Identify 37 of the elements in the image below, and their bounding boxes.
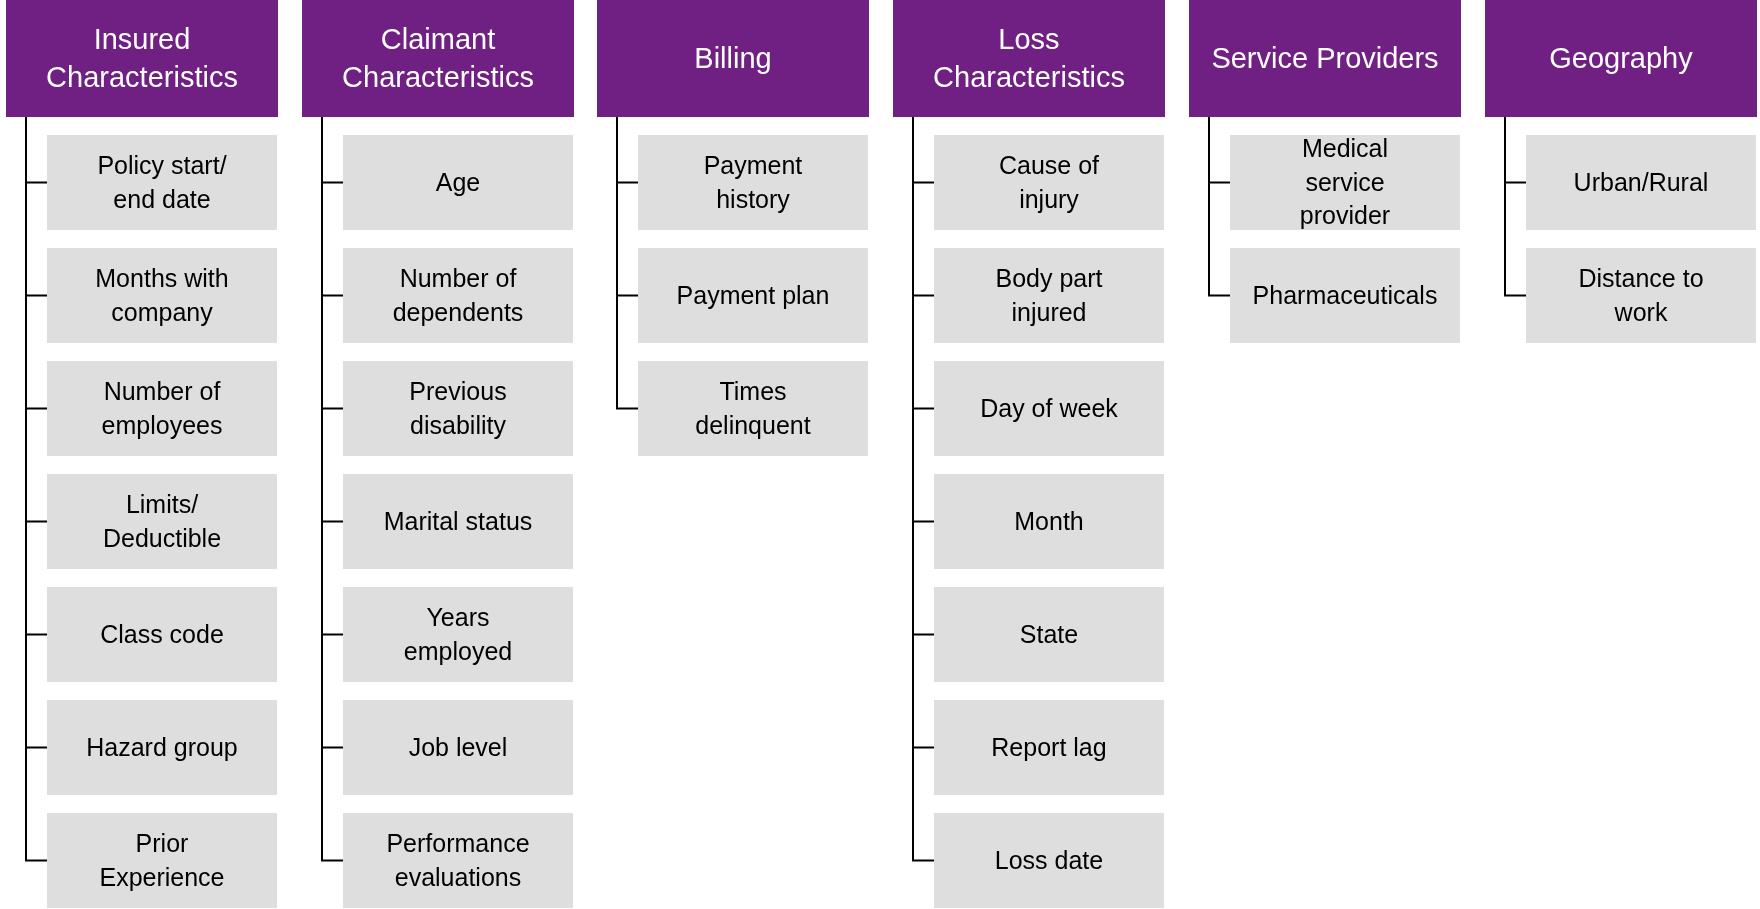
attribute-box: Limits/ Deductible bbox=[47, 474, 277, 569]
attribute-box: State bbox=[934, 587, 1164, 682]
attribute-box: Urban/Rural bbox=[1526, 135, 1756, 230]
connector-line bbox=[1504, 116, 1527, 297]
attribute-box: Times delinquent bbox=[638, 361, 868, 456]
attribute-box: Hazard group bbox=[47, 700, 277, 795]
attribute-box: Cause of injury bbox=[934, 135, 1164, 230]
attribute-box: Months with company bbox=[47, 248, 277, 343]
attribute-box: Payment plan bbox=[638, 248, 868, 343]
attribute-box: Distance to work bbox=[1526, 248, 1756, 343]
attribute-box: Medical service provider bbox=[1230, 135, 1460, 230]
attribute-box: Prior Experience bbox=[47, 813, 277, 908]
attribute-box: Loss date bbox=[934, 813, 1164, 908]
attribute-box: Body part injured bbox=[934, 248, 1164, 343]
attribute-box: Years employed bbox=[343, 587, 573, 682]
attribute-box: Job level bbox=[343, 700, 573, 795]
connector-line bbox=[616, 116, 639, 410]
connector-line bbox=[1208, 116, 1231, 297]
attribute-box: Performance evaluations bbox=[343, 813, 573, 908]
attribute-box: Policy start/ end date bbox=[47, 135, 277, 230]
attribute-box: Payment history bbox=[638, 135, 868, 230]
attribute-box: Pharmaceuticals bbox=[1230, 248, 1460, 343]
category-header: Claimant Characteristics bbox=[302, 0, 574, 117]
attribute-box: Number of dependents bbox=[343, 248, 573, 343]
attribute-box: Month bbox=[934, 474, 1164, 569]
category-header: Geography bbox=[1485, 0, 1757, 117]
attribute-box: Previous disability bbox=[343, 361, 573, 456]
category-header: Insured Characteristics bbox=[6, 0, 278, 117]
attribute-box: Number of employees bbox=[47, 361, 277, 456]
attribute-box: Report lag bbox=[934, 700, 1164, 795]
attribute-box: Class code bbox=[47, 587, 277, 682]
attribute-box: Day of week bbox=[934, 361, 1164, 456]
attribute-box: Marital status bbox=[343, 474, 573, 569]
category-header: Loss Characteristics bbox=[893, 0, 1165, 117]
category-header: Billing bbox=[597, 0, 869, 117]
attribute-box: Age bbox=[343, 135, 573, 230]
category-header: Service Providers bbox=[1189, 0, 1461, 117]
